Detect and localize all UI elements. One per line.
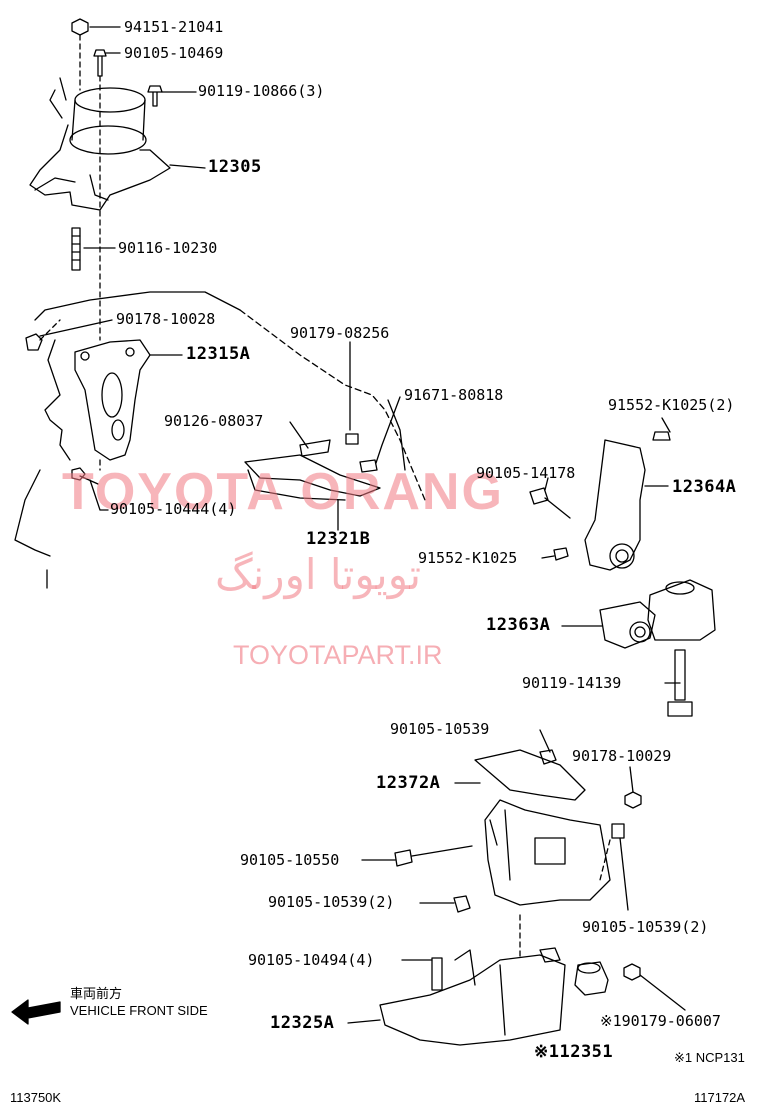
- part-label: 90178-10029: [572, 747, 672, 765]
- part-label: 12363A: [486, 615, 551, 635]
- part-label: 12321B: [306, 529, 371, 549]
- part-label: ※112351: [534, 1042, 614, 1062]
- part-label: ※190179-06007: [600, 1012, 721, 1030]
- part-label: 91671-80818: [404, 386, 504, 404]
- part-label: 90105-14178: [476, 464, 576, 482]
- part-label: 90179-08256: [290, 324, 390, 342]
- mount-12363A: [599, 579, 716, 717]
- diagram-code-right: 117172A: [694, 1090, 746, 1105]
- watermark-latin: TOYOTA ORANG: [62, 463, 504, 521]
- part-label: 90105-10444(4): [110, 500, 237, 518]
- bracket-12321B: [244, 433, 381, 501]
- alignment-lines: [39, 34, 611, 961]
- vehicle-front-arrow-icon: [11, 999, 61, 1025]
- part-label: 90116-10230: [118, 239, 218, 257]
- part-label: 90105-10494(4): [248, 951, 375, 969]
- fasteners-top: [25, 18, 163, 351]
- watermark-url: TOYOTAPART.IR: [233, 640, 443, 670]
- diagram-code-left: 113750K: [10, 1090, 62, 1105]
- part-label: 12372A: [376, 773, 441, 793]
- direction-label-en: VEHICLE FRONT SIDE: [70, 1003, 208, 1018]
- mount-12305: [29, 77, 171, 211]
- bracket-12315A: [71, 339, 151, 485]
- footnote: ※1 NCP131: [674, 1050, 745, 1065]
- part-label: 90126-08037: [164, 412, 264, 430]
- part-label: 90105-10469: [124, 44, 224, 62]
- part-label: 90178-10028: [116, 310, 216, 328]
- part-label: 12325A: [270, 1013, 335, 1033]
- engine-outline: [14, 291, 426, 589]
- part-label: 90119-14139: [522, 674, 622, 692]
- part-label: 12305: [208, 157, 262, 177]
- bracket-12325A: [379, 947, 641, 1046]
- bracket-12372A: [394, 749, 642, 913]
- part-label: 90105-10539(2): [582, 918, 709, 936]
- leader-lines: [39, 26, 686, 1024]
- mount-12364A: [529, 431, 671, 571]
- part-label: 90119-10866(3): [198, 82, 325, 100]
- part-label: 91552-K1025: [418, 549, 518, 567]
- part-label: 12364A: [672, 477, 737, 497]
- watermark-persian: تویوتا اورنگ: [215, 550, 422, 599]
- part-label: 90105-10539(2): [268, 893, 395, 911]
- part-label: 90105-10550: [240, 851, 340, 869]
- part-label: 94151-21041: [124, 18, 224, 36]
- direction-label-jp: 車両前方: [70, 986, 123, 1001]
- part-label: 12315A: [186, 344, 251, 364]
- part-label: 90105-10539: [390, 720, 490, 738]
- part-label: 91552-K1025(2): [608, 396, 735, 414]
